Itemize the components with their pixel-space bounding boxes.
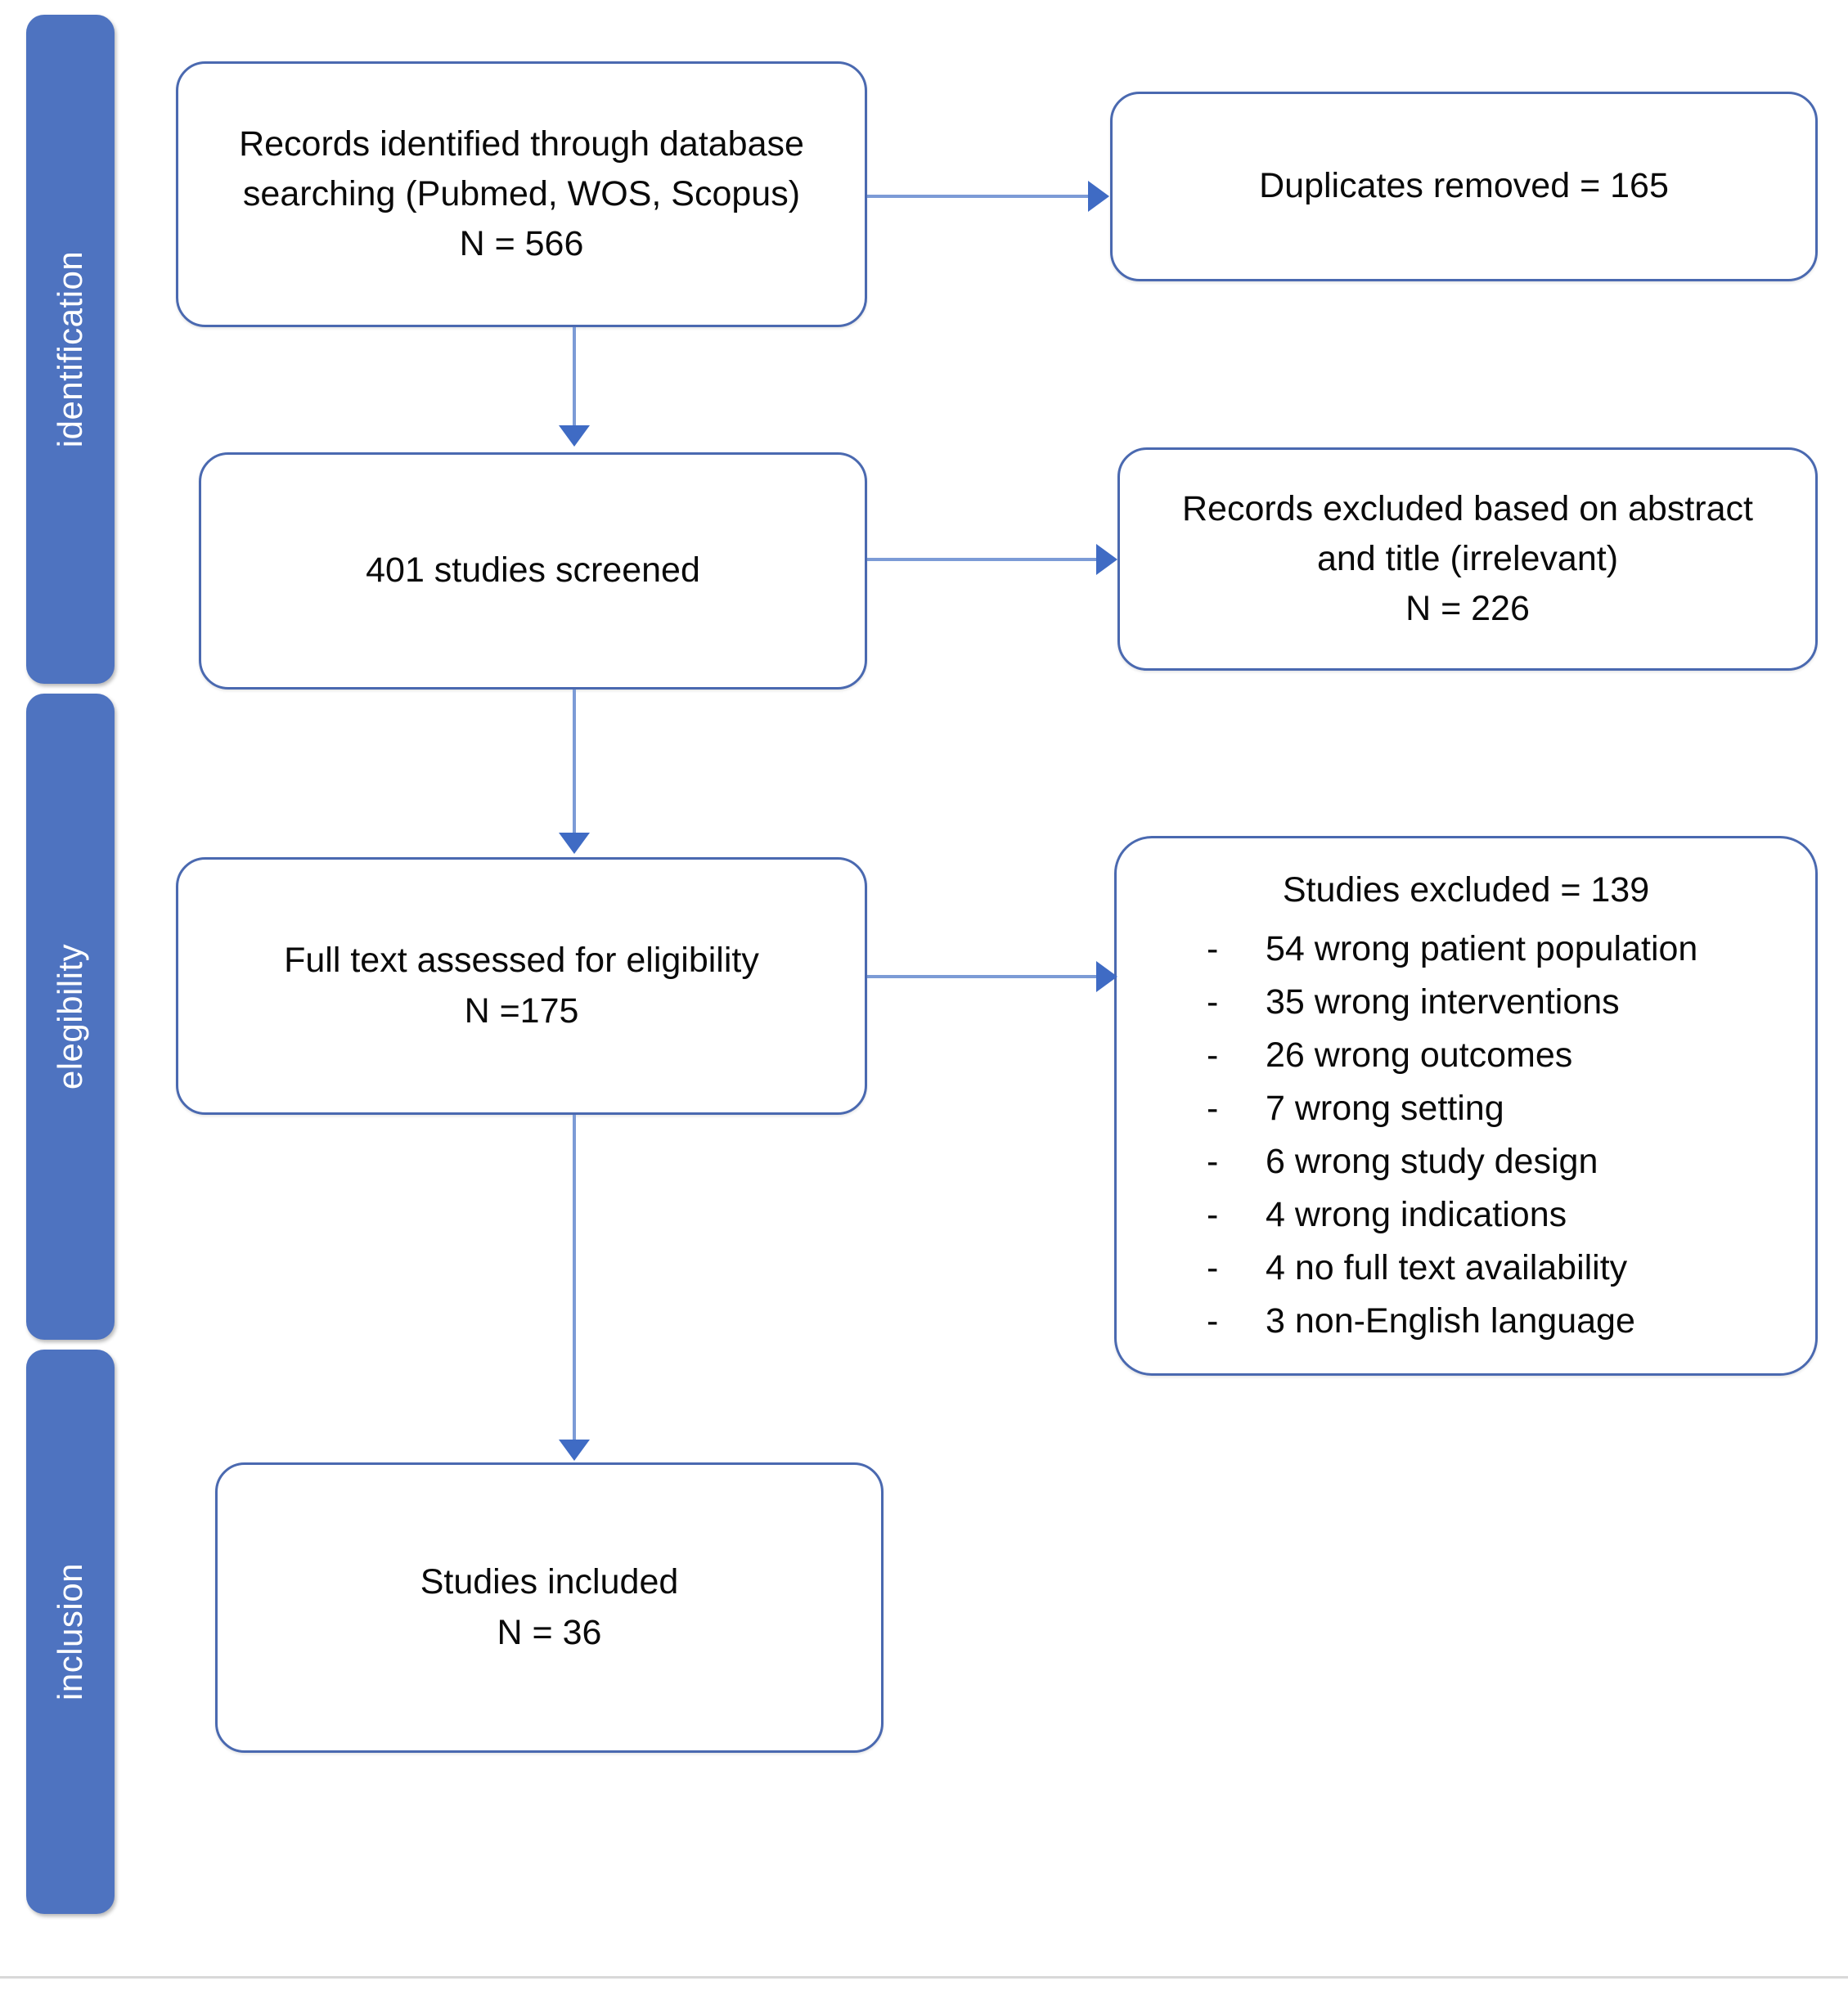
studies-screened-line-1: 401 studies screened <box>366 550 700 591</box>
list-item-label: 26 wrong outcomes <box>1266 1035 1573 1075</box>
stage-label-inclusion: inclusion <box>51 1563 89 1700</box>
stage-label-elegibility: elegibility <box>51 943 90 1090</box>
connector-fulltext-to-included <box>573 1115 576 1442</box>
list-bullet-dash: - <box>1207 1142 1219 1182</box>
studies-excluded-title: Studies excluded = 139 <box>1282 870 1650 910</box>
stage-bar-identification: identification <box>26 15 115 684</box>
stage-bar-inclusion: inclusion <box>26 1350 115 1914</box>
arrow-fulltext-to-excluded-list <box>1096 961 1117 992</box>
studies-included-text: Studies included N = 36 <box>399 1557 700 1657</box>
bottom-divider <box>0 1976 1848 1979</box>
studies-included-line-1: Studies included <box>420 1562 679 1602</box>
studies-included-line-2: N = 36 <box>497 1612 602 1652</box>
stage-bar-elegibility: elegibility <box>26 694 115 1340</box>
records-identified-text: Records identified through database sear… <box>218 119 825 269</box>
records-excluded-abstract-line-1: Records excluded based on abstract <box>1182 488 1753 528</box>
list-item: - 4 wrong indications <box>1207 1191 1791 1238</box>
list-item-label: 3 non-English language <box>1266 1301 1635 1341</box>
list-item: - 54 wrong patient population <box>1207 925 1791 973</box>
connector-fulltext-to-excluded-list <box>867 975 1098 978</box>
records-identified-line-3: N = 566 <box>459 224 584 264</box>
studies-included-box: Studies included N = 36 <box>215 1462 884 1753</box>
list-item-label: 7 wrong setting <box>1266 1089 1504 1129</box>
arrow-identified-to-screened <box>559 425 590 447</box>
list-bullet-dash: - <box>1207 982 1219 1022</box>
full-text-assessed-line-1: Full text assessed for eligibility <box>284 941 759 981</box>
connector-screened-to-excluded-abstract <box>867 558 1098 561</box>
records-identified-line-2: searching (Pubmed, WOS, Scopus) <box>242 173 801 213</box>
records-excluded-abstract-line-3: N = 226 <box>1405 589 1530 629</box>
list-bullet-dash: - <box>1207 1248 1219 1288</box>
duplicates-removed-box: Duplicates removed = 165 <box>1110 92 1818 281</box>
list-bullet-dash: - <box>1207 1195 1219 1235</box>
full-text-assessed-text: Full text assessed for eligibility N =17… <box>263 936 780 1035</box>
list-bullet-dash: - <box>1207 1301 1219 1341</box>
studies-excluded-list-box: Studies excluded = 139 - 54 wrong patien… <box>1114 836 1818 1376</box>
records-identified-box: Records identified through database sear… <box>176 61 867 327</box>
list-item-label: 6 wrong study design <box>1266 1142 1598 1182</box>
studies-excluded-reason-list: - 54 wrong patient population - 35 wrong… <box>1141 925 1791 1345</box>
stage-label-identification: identification <box>51 250 90 448</box>
studies-screened-box: 401 studies screened <box>199 452 867 690</box>
list-item: - 26 wrong outcomes <box>1207 1031 1791 1079</box>
list-item: - 7 wrong setting <box>1207 1085 1791 1132</box>
arrow-screened-to-excluded-abstract <box>1096 544 1117 575</box>
arrow-screened-to-fulltext <box>559 833 590 854</box>
list-bullet-dash: - <box>1207 1089 1219 1129</box>
records-excluded-abstract-box: Records excluded based on abstract and t… <box>1117 447 1818 671</box>
list-bullet-dash: - <box>1207 1035 1219 1075</box>
records-identified-line-1: Records identified through database <box>239 124 804 164</box>
list-bullet-dash: - <box>1207 928 1219 968</box>
connector-screened-to-fulltext <box>573 690 576 835</box>
records-excluded-abstract-text: Records excluded based on abstract and t… <box>1161 484 1774 634</box>
list-item: - 6 wrong study design <box>1207 1138 1791 1185</box>
arrow-fulltext-to-included <box>559 1440 590 1461</box>
list-item-label: 4 wrong indications <box>1266 1195 1567 1235</box>
full-text-assessed-line-2: N =175 <box>464 991 579 1031</box>
records-excluded-abstract-line-2: and title (irrelevant) <box>1316 538 1619 578</box>
list-item: - 3 non-English language <box>1207 1297 1791 1345</box>
list-item: - 35 wrong interventions <box>1207 978 1791 1026</box>
duplicates-removed-line-1: Duplicates removed = 165 <box>1259 166 1669 206</box>
arrow-identified-to-duplicates <box>1088 181 1109 212</box>
list-item: - 4 no full text availability <box>1207 1244 1791 1291</box>
list-item-label: 4 no full text availability <box>1266 1248 1628 1288</box>
connector-identified-to-duplicates <box>867 195 1090 198</box>
connector-identified-to-screened <box>573 327 576 428</box>
duplicates-removed-text: Duplicates removed = 165 <box>1238 161 1690 211</box>
studies-screened-text: 401 studies screened <box>344 546 722 595</box>
list-item-label: 35 wrong interventions <box>1266 982 1620 1022</box>
full-text-assessed-box: Full text assessed for eligibility N =17… <box>176 857 867 1115</box>
list-item-label: 54 wrong patient population <box>1266 928 1698 968</box>
